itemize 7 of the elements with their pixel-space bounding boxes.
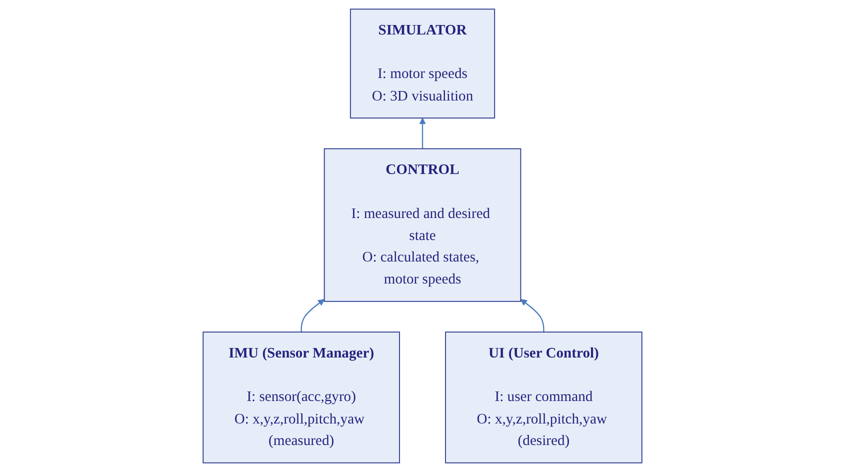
arrow [420,118,426,149]
node-box: SIMULATOR I: motor speeds O: 3D visualition [350,8,496,119]
node-box: IMU (Sensor Manager) I: sensor(acc,gyro) O: x,y,z,roll,pitch,yaw (measured) [203,332,400,464]
arrow [301,299,326,332]
node-box: UI (User Control) I: user command O: x,y,z,roll,pitch,yaw (desired) [446,332,643,464]
node-box: CONTROL I: measured and desired state O: calculated states, motor speeds [324,148,522,302]
arrow [520,299,545,332]
